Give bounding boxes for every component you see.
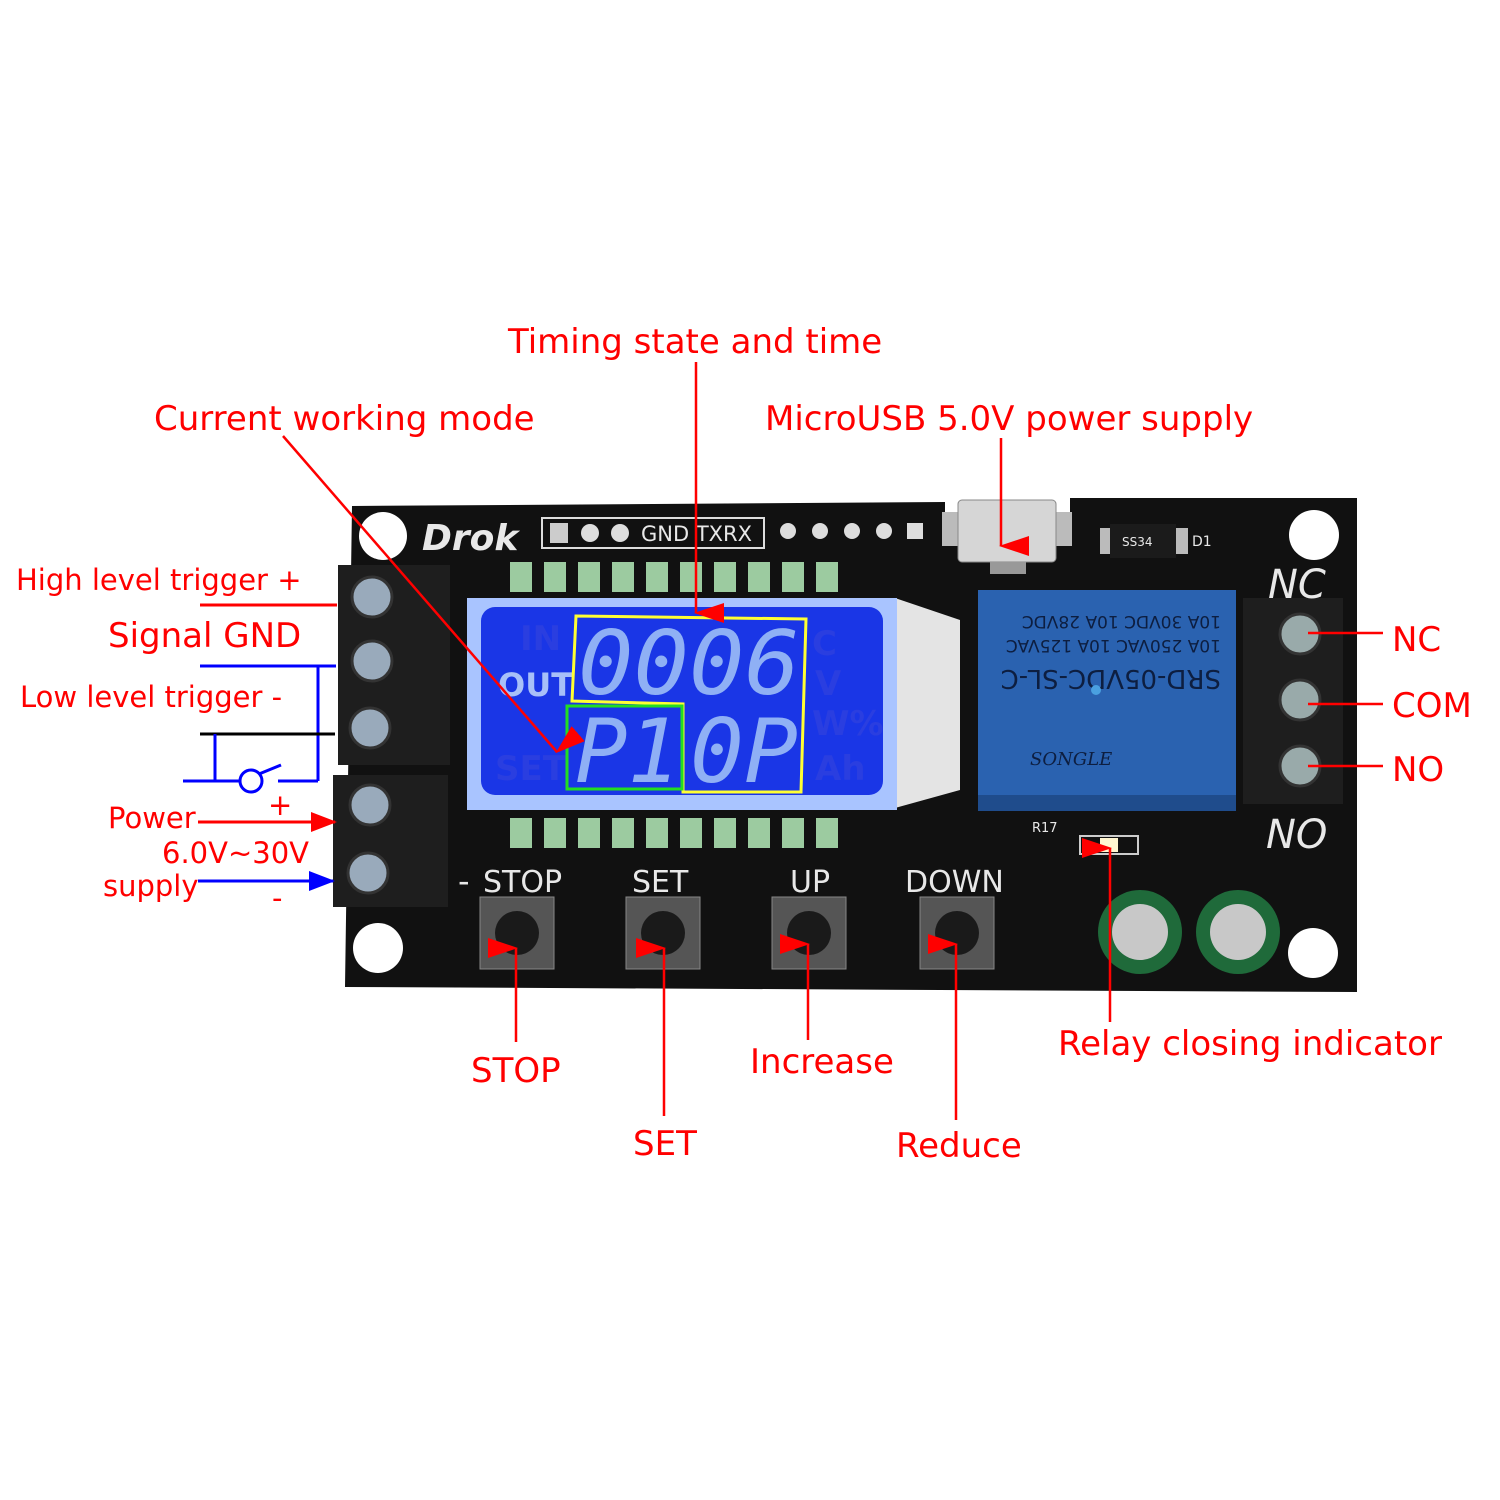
lcd-mode: P1 xyxy=(575,700,680,803)
working-mode-label: Current working mode xyxy=(154,399,535,439)
relay-model: SRD-05VDC-SL-C xyxy=(1001,663,1221,693)
no-silk: NO xyxy=(1266,812,1327,858)
switch-icon xyxy=(238,768,264,794)
nc-silk: NC xyxy=(1268,562,1326,608)
increase-label: Increase xyxy=(750,1042,894,1082)
mounting-hole xyxy=(1288,928,1338,978)
lcd-pins xyxy=(510,562,838,848)
lcd-time-digits: 0006 xyxy=(578,612,800,715)
power-label: Power xyxy=(108,801,196,835)
mounting-hole xyxy=(353,923,403,973)
down-silk: DOWN xyxy=(905,865,1004,900)
com-label: COM xyxy=(1392,686,1472,726)
mounting-hole xyxy=(359,512,407,560)
minus-silk: - xyxy=(458,862,470,900)
stop-silk: STOP xyxy=(483,865,562,900)
signal-terminal-block xyxy=(338,565,450,765)
set-silk: SET xyxy=(632,865,689,900)
microusb-label: MicroUSB 5.0V power supply xyxy=(765,399,1253,439)
relay-rating-dc: 10A 30VDC 10A 28VDC xyxy=(1022,611,1221,631)
relay-rating-ac: 10A 250VAC 10A 125VAC xyxy=(1006,635,1221,655)
up-silk: UP xyxy=(790,865,830,900)
high-trigger-label: High level trigger + xyxy=(16,563,302,597)
lcd-ghost-in: IN xyxy=(520,619,561,659)
relay-indicator-label: Relay closing indicator xyxy=(1058,1024,1442,1064)
brand-logo: Drok xyxy=(422,518,520,559)
time-highlight-box xyxy=(570,614,808,794)
set-label: SET xyxy=(633,1124,697,1164)
diode-d1: SS34 D1 xyxy=(1100,524,1212,558)
low-trigger-label: Low level trigger - xyxy=(20,680,282,714)
no-label: NO xyxy=(1392,750,1444,790)
timing-state-label: Timing state and time xyxy=(507,322,882,362)
plus-label: + xyxy=(268,788,292,822)
power-terminal-block xyxy=(333,775,448,907)
lcd-ghost-c: C xyxy=(812,624,837,664)
relay-brand: SONGLE xyxy=(1030,749,1112,770)
unused-pads xyxy=(780,523,923,539)
header-pins xyxy=(550,523,629,543)
down-button[interactable] xyxy=(919,896,995,970)
resistor-label: R17 xyxy=(1032,821,1058,836)
lcd-state: 0P xyxy=(690,700,798,803)
relay-terminal-block xyxy=(1243,598,1343,804)
diode-label: D1 xyxy=(1192,534,1212,550)
voltage-label: 6.0V~30V xyxy=(162,836,309,870)
working-mode-arrow xyxy=(282,435,585,754)
trigger-wiring xyxy=(183,603,337,891)
signal-gnd-label: Signal GND xyxy=(108,616,301,656)
capacitors xyxy=(1098,890,1280,974)
stop-label: STOP xyxy=(471,1051,561,1091)
lcd-ghost-w: W% xyxy=(812,704,884,744)
diode-part: SS34 xyxy=(1122,535,1153,549)
mounting-hole xyxy=(1289,510,1339,560)
minus-label: - xyxy=(272,881,282,915)
reduce-label: Reduce xyxy=(896,1126,1022,1166)
lcd-ghost-v: V xyxy=(815,664,842,704)
lcd-ghost-ah: Ah xyxy=(815,749,866,789)
nc-label: NC xyxy=(1392,620,1441,660)
relay: SRD-05VDC-SL-C 10A 250VAC 10A 125VAC 10A… xyxy=(978,590,1236,811)
lcd-ghost-set: SET xyxy=(495,749,567,789)
lcd-display: IN SET C V W% Ah OUT 0006 P1 0P xyxy=(467,598,960,810)
pcb-board: Drok GND TXRX SS34 D1 xyxy=(333,498,1357,992)
supply-label: supply xyxy=(103,869,199,903)
